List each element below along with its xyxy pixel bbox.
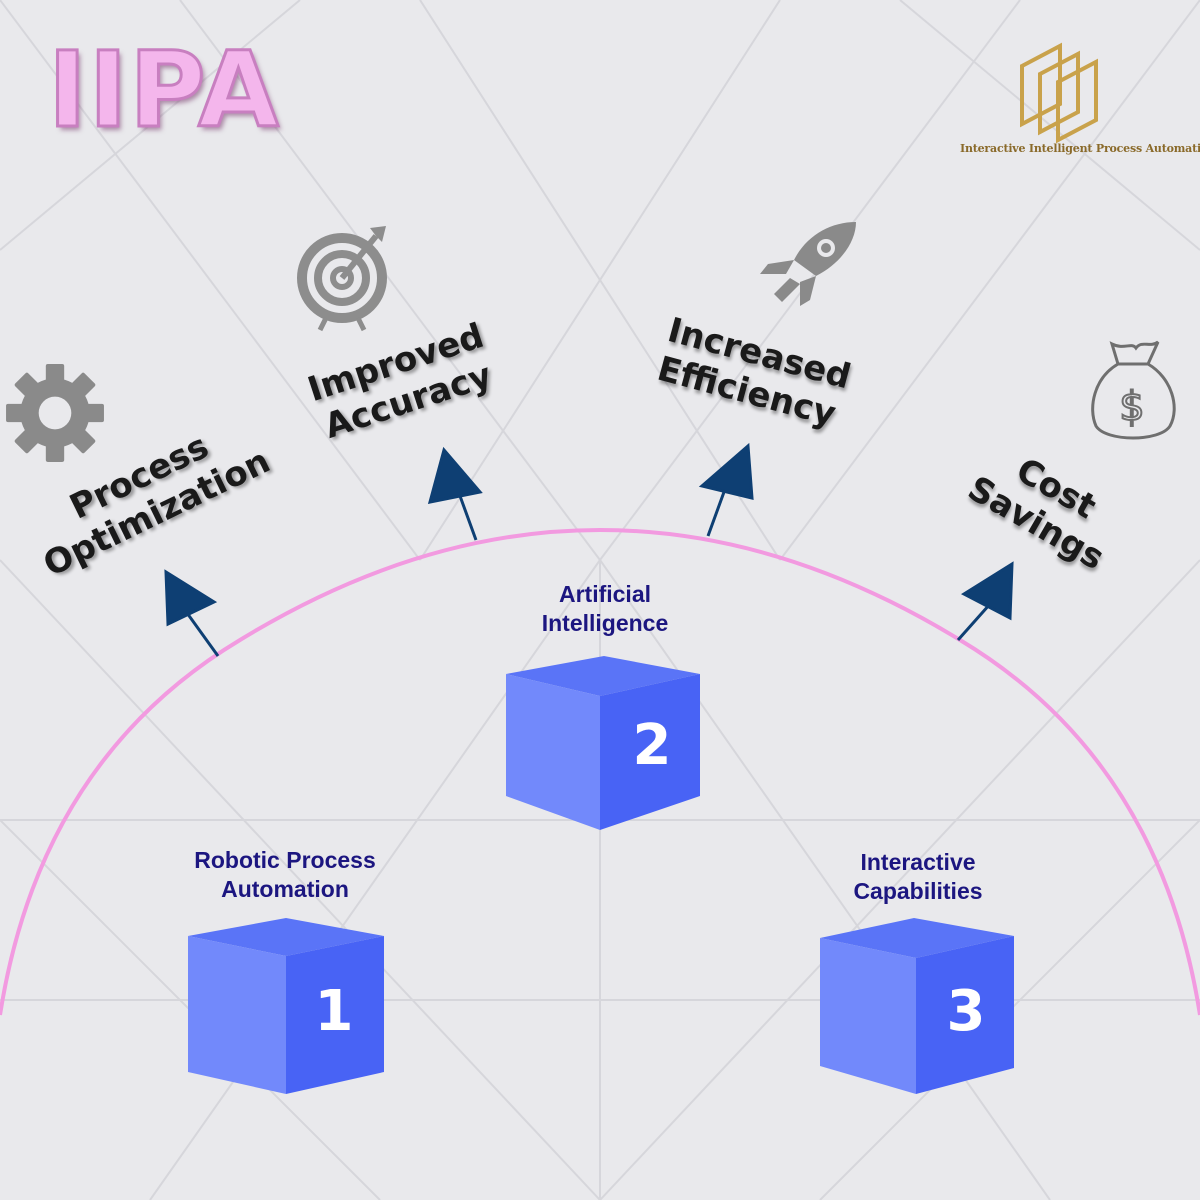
pillar-label-rpa: Robotic Process Automation [160, 846, 410, 904]
arc [0, 527, 1200, 1016]
arrow-process-optimization [164, 569, 220, 657]
money-bag-icon: $ [1091, 340, 1176, 440]
pillar-label-line: Intelligence [541, 610, 669, 636]
pillar-label-line: Interactive [860, 849, 976, 875]
logo-tagline: Interactive Intelligent Process Automati… [960, 142, 1200, 155]
cube-2 [506, 656, 700, 830]
arrow-improved-accuracy [427, 446, 483, 541]
cube-number-3: 3 [946, 979, 986, 1044]
pillar-label-ai: Artificial Intelligence [490, 580, 720, 638]
cube-number-1: 1 [314, 979, 354, 1044]
pillar-label-interactive: Interactive Capabilities [800, 848, 1036, 906]
pillar-label-line: Artificial [558, 581, 652, 607]
rocket-icon [760, 222, 856, 306]
logo [1020, 42, 1098, 144]
pillar-label-line: Robotic Process [194, 847, 376, 873]
arrow-increased-efficiency [698, 442, 754, 537]
pillar-label-line: Automation [221, 876, 349, 902]
target-icon [297, 226, 387, 332]
gear-icon [6, 364, 104, 462]
cube-1 [188, 918, 384, 1094]
page-title: IIPA [47, 29, 281, 151]
arrow-cost-savings [956, 561, 1014, 641]
cube-number-2: 2 [632, 713, 672, 778]
cube-3 [820, 918, 1014, 1094]
pillar-label-line: Capabilities [853, 878, 983, 904]
svg-text:$: $ [1119, 384, 1144, 430]
